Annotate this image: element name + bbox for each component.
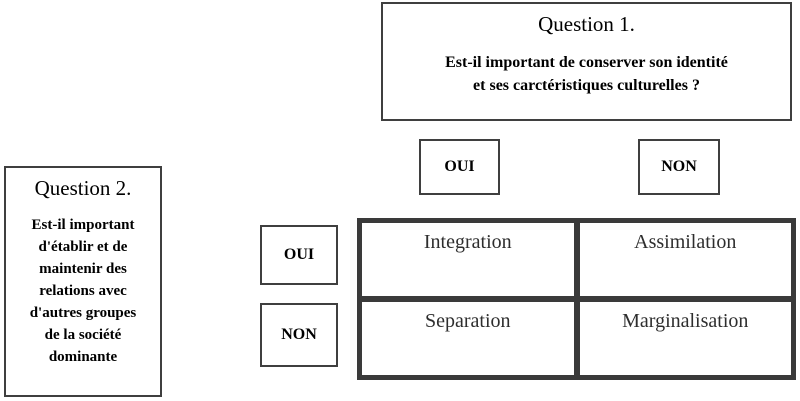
question-2-title: Question 2. bbox=[34, 176, 132, 200]
matrix-cell-integration: Integration bbox=[362, 223, 574, 296]
acculturation-matrix: Integration Assimilation Separation Marg… bbox=[357, 218, 796, 380]
q2-answer-oui-box: OUI bbox=[260, 225, 338, 285]
matrix-cell-separation: Separation bbox=[362, 302, 574, 375]
question-1-body: Est-il important de conserver son identi… bbox=[445, 54, 728, 94]
question-1-title: Question 1. bbox=[538, 12, 635, 36]
q2-answer-non-box: NON bbox=[260, 303, 338, 367]
matrix-cell-assimilation: Assimilation bbox=[579, 223, 791, 296]
q1-answer-non-box: NON bbox=[638, 139, 720, 195]
q1-answer-oui-box: OUI bbox=[419, 139, 500, 195]
question-2-box: Question 2. Est-il important d'établir e… bbox=[4, 166, 162, 397]
question-1-box: Question 1. Est-il important de conserve… bbox=[381, 2, 792, 121]
matrix-cell-marginalisation: Marginalisation bbox=[579, 302, 791, 375]
question-2-body: Est-il important d'établir et de mainten… bbox=[29, 217, 137, 365]
